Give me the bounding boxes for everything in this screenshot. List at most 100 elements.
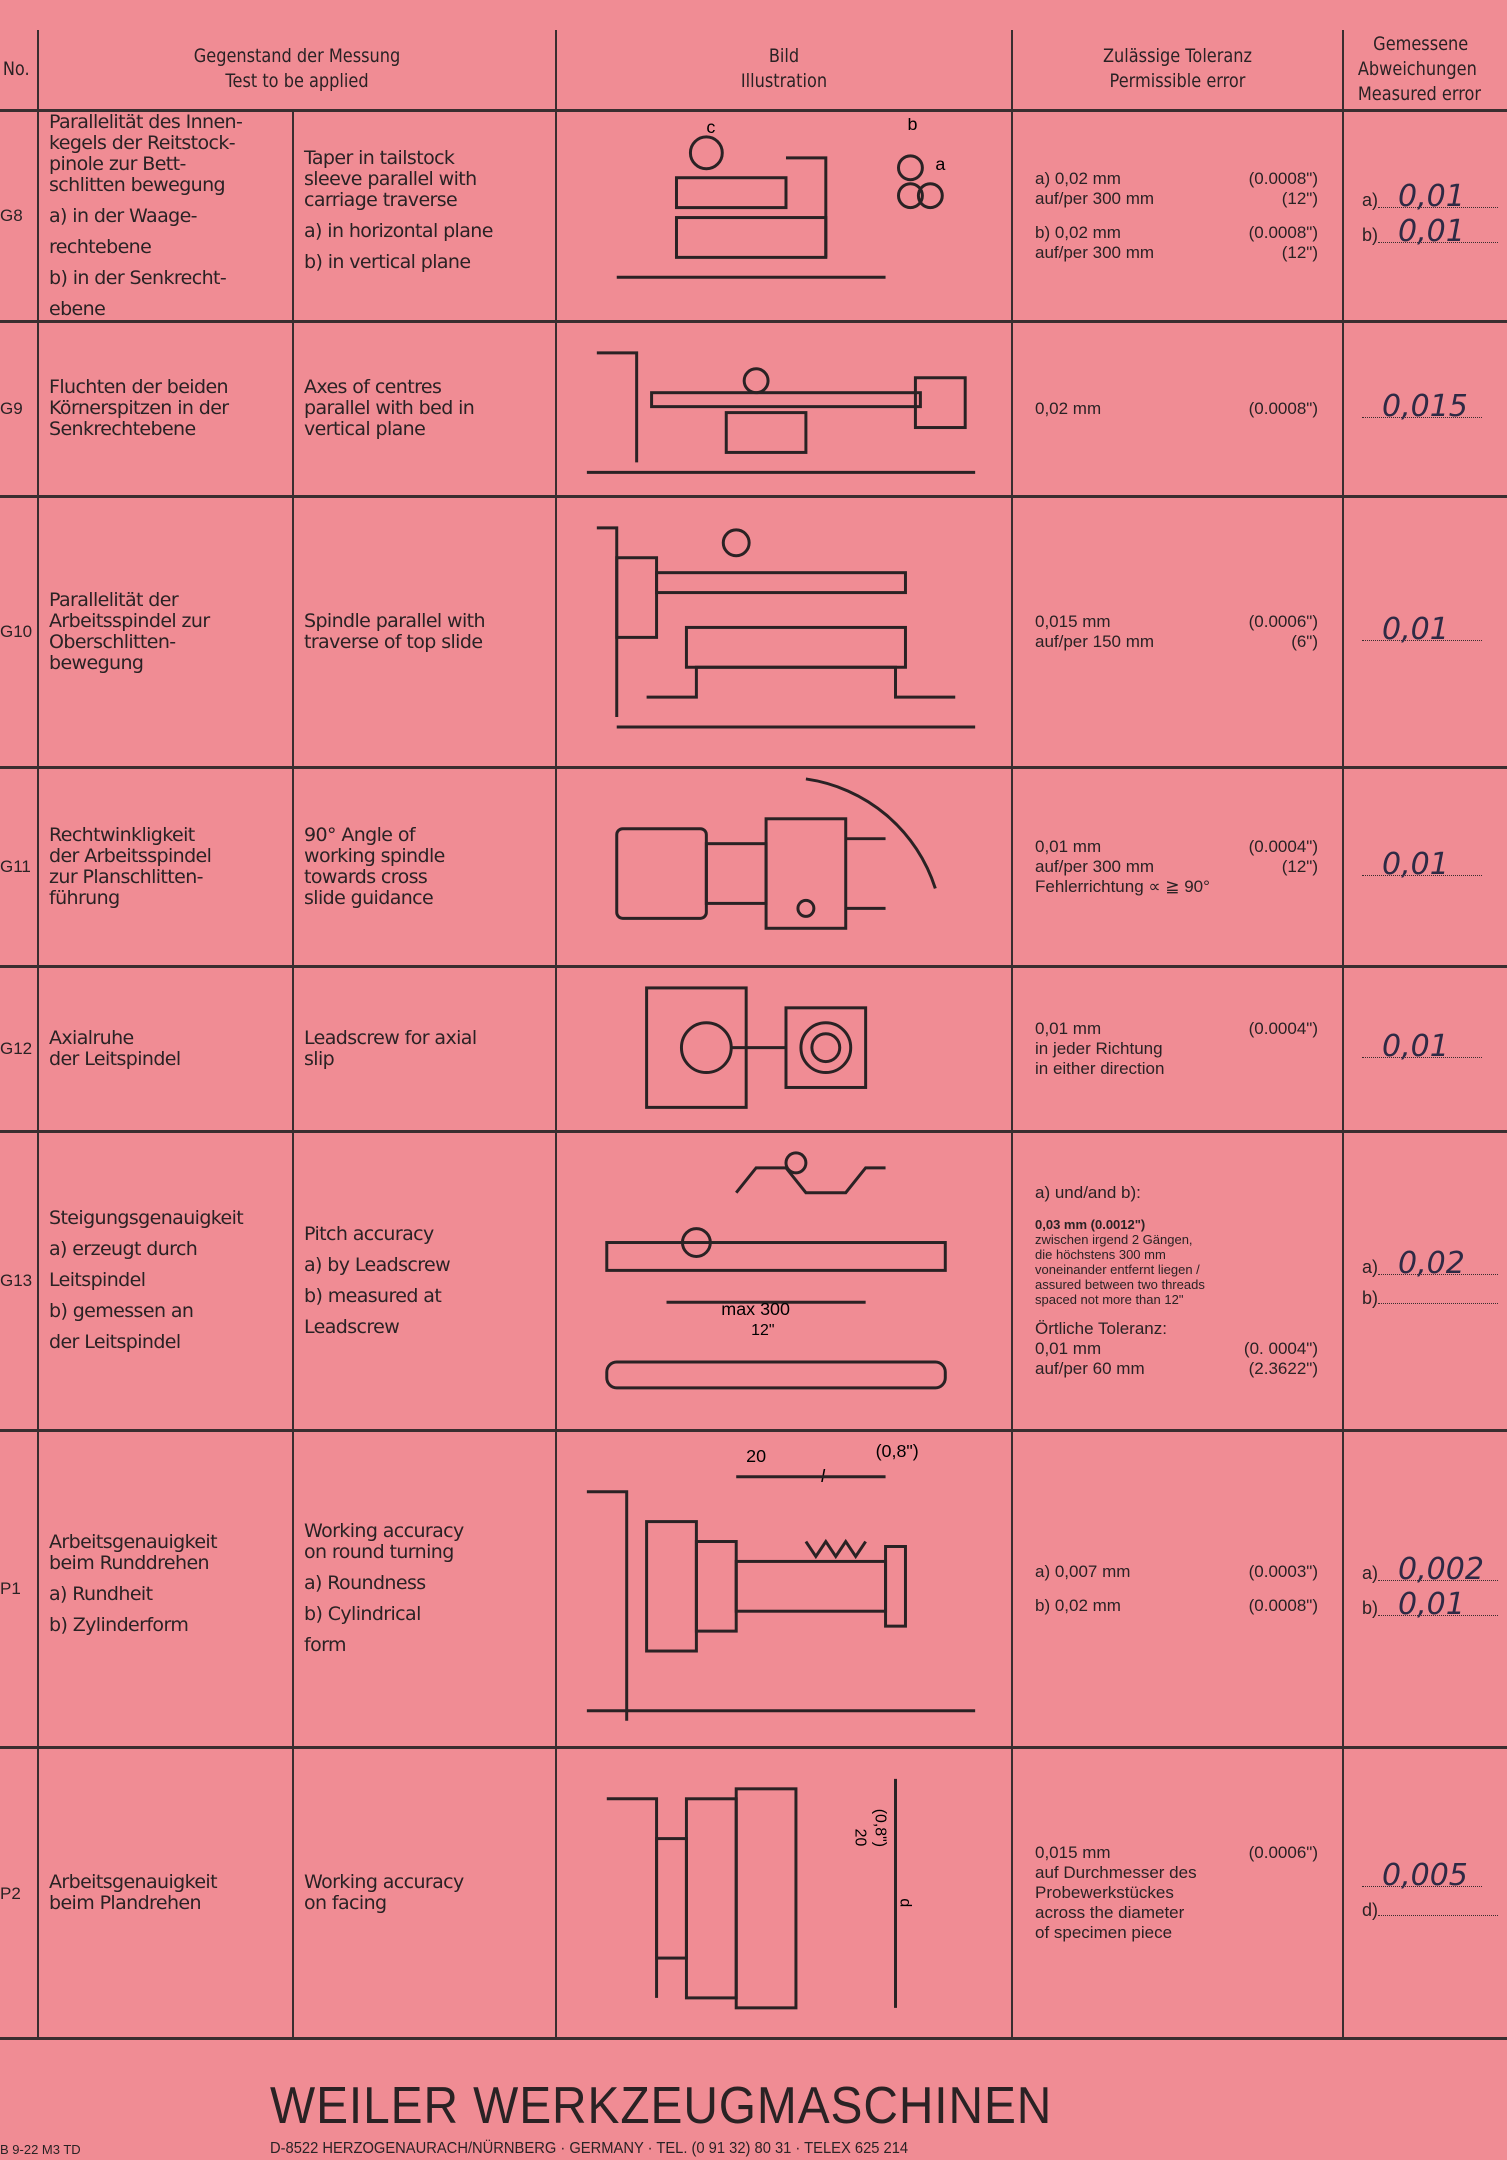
measured-value-field[interactable]: 0,015 [1362, 392, 1482, 422]
text-line: schlitten bewegung [49, 173, 226, 196]
measured-value-field[interactable]: 0,005 [1362, 1861, 1482, 1891]
test-no: P1 [0, 1579, 21, 1599]
measured-value-field[interactable]: 0,01 [1378, 1589, 1499, 1619]
text-line: Arbeitsspindel zur [49, 609, 210, 632]
text-line: Spindle parallel with [304, 609, 486, 632]
text-line: Arbeitsgenauigkeit [49, 1871, 218, 1894]
measured-label: a) [1362, 1256, 1379, 1277]
text-line: vertical plane [304, 418, 426, 441]
measured-error: 0,01 [1342, 767, 1507, 967]
tol-value: 0,02 mm [1035, 398, 1102, 418]
measured-entry: b)0,01 [1362, 1589, 1507, 1619]
tol-inch: (0.0004") [1248, 1018, 1318, 1038]
tol-line: in jeder Richtung [1035, 1039, 1332, 1059]
measured-value-field[interactable] [1378, 1915, 1499, 1917]
tol-head: a) und/and b): [1035, 1182, 1141, 1202]
measured-label: b) [1362, 1287, 1379, 1308]
tol-inch: (2.3622") [1248, 1358, 1318, 1378]
tol-inch: (0.0008") [1248, 398, 1318, 418]
text-line: zur Planschlitten- [49, 865, 204, 888]
measured-value-field[interactable]: 0,01 [1378, 216, 1499, 246]
measured-value-field[interactable]: 0,002 [1378, 1554, 1499, 1584]
text-line: b) in der Senkrecht- [49, 266, 227, 289]
text-line: Working accuracy [304, 1520, 464, 1543]
illustration: 20(0,8")d [555, 1747, 1012, 2039]
tol-line: Probewerkstückes [1035, 1883, 1332, 1903]
text-line: Pitch accuracy [304, 1222, 434, 1245]
text-line: Arbeitsgenauigkeit [49, 1530, 218, 1553]
tol-value: of specimen piece [1035, 1923, 1173, 1943]
text-line: traverse of top slide [304, 630, 483, 653]
tol-value: in either direction [1035, 1058, 1165, 1078]
text-line: Axes of centres [304, 376, 442, 399]
illustration [555, 496, 1012, 768]
measured-value-field[interactable]: 0,01 [1362, 615, 1482, 645]
measured-entry: d) [1362, 1900, 1507, 1921]
measured-entry: 0,01 [1362, 850, 1507, 880]
machine-diagram-icon [586, 350, 976, 474]
measured-entry: 0,005 [1362, 1861, 1507, 1891]
permissible-error: a) 0,007 mm(0.0003")b) 0,02 mm(0.0008") [1011, 1430, 1343, 1748]
tol-value: a) 0,007 mm [1035, 1561, 1131, 1581]
tol-line: auf/per 150 mm(6") [1035, 632, 1332, 652]
tol-inch: (0.0008") [1248, 222, 1318, 242]
tol-value: 0,01 mm [1035, 1338, 1102, 1358]
text-line: slide guidance [304, 886, 434, 909]
tol-line: a) 0,007 mm(0.0003") [1035, 1562, 1332, 1582]
measured-value-field[interactable]: 0,02 [1378, 1248, 1499, 1278]
test-row-g8: G8 Parallelität des Innen-kegels der Rei… [0, 110, 1507, 321]
svg-text:a: a [935, 154, 945, 174]
text-line: kegels der Reitstock- [49, 131, 236, 154]
form-code: B 9-22 M3 TD [0, 2142, 81, 2157]
measured-value-field[interactable]: 0,01 [1362, 850, 1482, 880]
text-line: a) in horizontal plane [304, 220, 493, 242]
measured-error: a)0,002 b)0,01 [1342, 1430, 1507, 1748]
measured-value-field[interactable] [1378, 1302, 1499, 1304]
measured-label: a) [1362, 1562, 1379, 1583]
measured-value-field[interactable]: 0,01 [1362, 1032, 1482, 1062]
measured-value-field[interactable]: 0,01 [1378, 181, 1499, 211]
tol-line: auf/per 300 mm(12") [1035, 243, 1332, 263]
permissible-error: 0,015 mm(0.0006")auf/per 150 mm(6") [1011, 496, 1343, 768]
header-meas-de1: Gemessene [1373, 32, 1469, 55]
tol-line: 0,015 mm(0.0006") [1035, 1843, 1332, 1863]
tol-line: Fehlerrichtung ∝ ≧ 90° [1035, 877, 1332, 897]
measured-label: b) [1362, 224, 1379, 245]
tol-inch: (12") [1281, 242, 1318, 262]
text-line: Parallelität des Innen- [49, 110, 243, 133]
tol-line: 0,02 mm (0.0008") [1035, 399, 1332, 419]
text-line: a) Rundheit [49, 1582, 153, 1605]
text-line: Steigungsgenauigkeit [49, 1207, 244, 1230]
tol-inch: (12") [1281, 188, 1318, 208]
text-line: b) measured at [304, 1284, 442, 1307]
tol-small-line: assured between two threads [1035, 1276, 1205, 1292]
text-line: Axialruhe [49, 1026, 134, 1049]
tol-value: auf/per 150 mm [1035, 631, 1155, 651]
text-line: towards cross [304, 865, 428, 888]
text-line: Leadscrew [304, 1315, 400, 1338]
measured-error: 0,01 [1342, 966, 1507, 1132]
measured-error: a)0,02 b) [1342, 1131, 1507, 1431]
text-line: Working accuracy [304, 1871, 464, 1894]
tol-line: auf/per 300 mm(12") [1035, 857, 1332, 877]
text-line: Oberschlitten- [49, 630, 176, 653]
tol-value: auf/per 300 mm [1035, 188, 1155, 208]
tol-line: 0,01 mm(0.0004") [1035, 837, 1332, 857]
